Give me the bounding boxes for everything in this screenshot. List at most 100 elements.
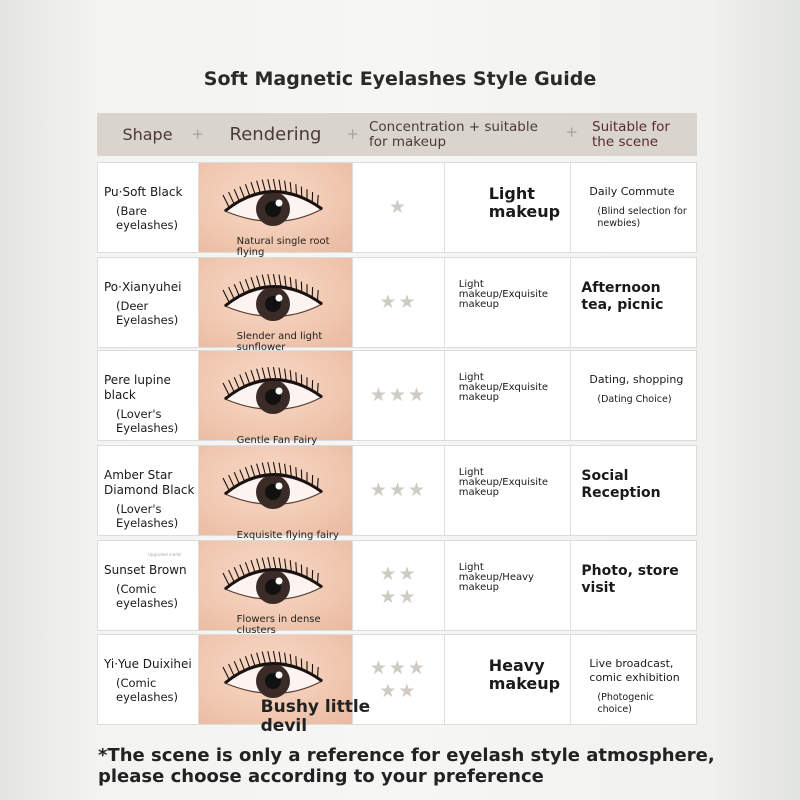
makeup-cell: Light makeup bbox=[445, 163, 572, 252]
star-icon: ★ bbox=[388, 479, 408, 501]
rendering-caption: Exquisite flying fairy bbox=[236, 530, 339, 541]
makeup-text: Light makeup/Exquisite makeup bbox=[458, 279, 549, 310]
table-row: Yi·Yue Duixihei (Comic eyelashes) Bushy … bbox=[97, 634, 697, 736]
star-icon: ★ bbox=[398, 585, 418, 608]
style-name: Pu·Soft Black bbox=[104, 185, 183, 199]
star-icon: ★ bbox=[369, 479, 389, 501]
star-icon: ★ bbox=[407, 656, 427, 679]
table-row: Pu·Soft Black (Bare eyelashes) Natural s… bbox=[97, 162, 697, 258]
scene-cell: Live broadcast, comic exhibition (Photog… bbox=[571, 635, 696, 724]
eye-illustration bbox=[222, 461, 323, 509]
concentration-cell: ★★★★ bbox=[353, 541, 445, 630]
rendering-caption: Flowers in dense clusters bbox=[236, 614, 321, 636]
makeup-cell: Light makeup/Exquisite makeup bbox=[445, 258, 572, 347]
makeup-cell: Heavy makeup bbox=[445, 635, 572, 724]
scene-cell: Daily Commute (Blind selection for newbi… bbox=[571, 163, 696, 252]
eye-illustration bbox=[222, 273, 323, 321]
rendering-caption: Bushy little devil bbox=[260, 697, 371, 736]
scene-note: (Photogenic choice) bbox=[597, 692, 654, 715]
style-type: (Lover's Eyelashes) bbox=[116, 407, 179, 435]
header-scene: Suitable for the scene bbox=[572, 113, 697, 156]
scene-cell: Afternoon tea, picnic bbox=[571, 258, 696, 347]
style-name: Pere lupine black bbox=[104, 373, 171, 402]
rendering-caption: Gentle Fan Fairy bbox=[236, 435, 318, 446]
star-icon: ★ bbox=[379, 679, 399, 702]
header-rendering-label: Rendering bbox=[229, 124, 322, 145]
star-icon: ★ bbox=[379, 291, 399, 313]
star-rating: ★★★ bbox=[370, 384, 427, 407]
star-icon: ★ bbox=[407, 384, 428, 406]
guide-title: Soft Magnetic Eyelashes Style Guide bbox=[203, 68, 597, 90]
shape-cell: Upgraded model Sunset Brown (Comic eyela… bbox=[98, 541, 199, 630]
footnote: *The scene is only a reference for eyela… bbox=[98, 745, 715, 787]
makeup-cell: Light makeup/Exquisite makeup bbox=[445, 351, 572, 440]
style-name: Amber Star Diamond Black bbox=[104, 468, 195, 497]
header-concentration-label: Concentration + suitable for makeup bbox=[369, 118, 538, 150]
shape-cell: Po·Xianyuhei (Deer Eyelashes) bbox=[98, 258, 199, 347]
star-rating: ★★★★★ bbox=[370, 657, 427, 703]
star-rating: ★★ bbox=[379, 291, 417, 314]
scene-text: Afternoon tea, picnic bbox=[581, 280, 664, 313]
table-row: Upgraded model Sunset Brown (Comic eyela… bbox=[97, 540, 697, 636]
scene-text: Live broadcast, comic exhibition bbox=[589, 657, 680, 684]
style-type: (Deer Eyelashes) bbox=[116, 299, 179, 327]
star-icon: ★ bbox=[369, 656, 389, 679]
shape-cell: Yi·Yue Duixihei (Comic eyelashes) bbox=[98, 635, 199, 724]
style-type: (Bare eyelashes) bbox=[116, 204, 179, 232]
style-type: (Comic eyelashes) bbox=[116, 676, 179, 704]
scene-cell: Dating, shopping (Dating Choice) bbox=[571, 351, 696, 440]
plus-icon: + bbox=[191, 125, 204, 143]
scene-text: Daily Commute bbox=[589, 185, 675, 198]
rendering-cell: Slender and light sunflower bbox=[198, 258, 354, 353]
concentration-cell: ★★ bbox=[353, 258, 445, 347]
upgrade-tag: Upgraded model bbox=[148, 552, 182, 557]
eye-illustration bbox=[222, 366, 323, 414]
shape-cell: Amber Star Diamond Black (Lover's Eyelas… bbox=[98, 446, 199, 535]
style-type: (Comic eyelashes) bbox=[116, 582, 179, 610]
scene-text: Social Reception bbox=[581, 468, 661, 501]
concentration-cell: ★ bbox=[353, 163, 445, 252]
makeup-cell: Light makeup/Exquisite makeup bbox=[445, 446, 572, 535]
makeup-text: Light makeup/Exquisite makeup bbox=[458, 372, 549, 403]
rendering-caption: Slender and light sunflower bbox=[236, 331, 323, 353]
concentration-cell: ★★★★★ bbox=[353, 635, 445, 724]
header-shape: Shape + bbox=[97, 113, 204, 156]
style-name: Yi·Yue Duixihei bbox=[104, 657, 192, 671]
scene-text: Dating, shopping bbox=[589, 373, 684, 386]
concentration-cell: ★★★ bbox=[353, 446, 445, 535]
makeup-text: Light makeup/Exquisite makeup bbox=[458, 467, 549, 498]
star-icon: ★ bbox=[369, 384, 389, 406]
star-icon: ★ bbox=[388, 384, 408, 406]
rendering-cell: Gentle Fan Fairy bbox=[198, 351, 354, 446]
scene-note: (Blind selection for newbies) bbox=[597, 206, 687, 229]
style-name: Po·Xianyuhei bbox=[104, 280, 182, 294]
header-concentration: Concentration + suitable for makeup + bbox=[353, 113, 578, 156]
star-icon: ★ bbox=[398, 291, 418, 313]
scene-text: Photo, store visit bbox=[581, 563, 679, 596]
table-header: Shape + Rendering + Concentration + suitab… bbox=[97, 113, 697, 156]
eye-illustration bbox=[222, 650, 323, 698]
makeup-text: Light makeup bbox=[488, 184, 561, 221]
scene-cell: Social Reception bbox=[571, 446, 696, 535]
star-rating: ★ bbox=[389, 196, 408, 219]
concentration-cell: ★★★ bbox=[353, 351, 445, 440]
star-rating: ★★★★ bbox=[379, 563, 417, 609]
star-rating: ★★★ bbox=[370, 479, 427, 502]
style-name: Sunset Brown bbox=[104, 563, 187, 577]
star-icon: ★ bbox=[398, 679, 418, 702]
eye-illustration bbox=[222, 556, 323, 604]
table-row: Amber Star Diamond Black (Lover's Eyelas… bbox=[97, 445, 697, 541]
table-row: Po·Xianyuhei (Deer Eyelashes) Slender an… bbox=[97, 257, 697, 353]
rendering-cell: Flowers in dense clusters bbox=[198, 541, 354, 636]
header-rendering: Rendering + bbox=[198, 113, 359, 156]
eye-illustration bbox=[222, 178, 323, 226]
plus-icon: + bbox=[565, 123, 578, 141]
star-icon: ★ bbox=[388, 196, 408, 218]
scene-note: (Dating Choice) bbox=[597, 394, 672, 405]
plus-icon: + bbox=[346, 125, 359, 143]
rendering-cell: Exquisite flying fairy bbox=[198, 446, 354, 541]
header-shape-label: Shape bbox=[122, 125, 173, 144]
table-row: Pere lupine black (Lover's Eyelashes) Ge… bbox=[97, 350, 697, 446]
shape-cell: Pu·Soft Black (Bare eyelashes) bbox=[98, 163, 199, 252]
style-type: (Lover's Eyelashes) bbox=[116, 502, 179, 530]
